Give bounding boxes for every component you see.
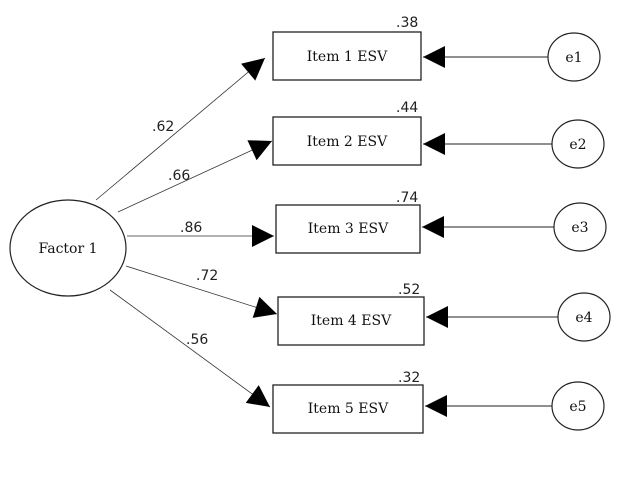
r2-label-1: .38 [396, 15, 418, 31]
item-1-group: .62 Item 1 ESV .38 e1 [95, 15, 601, 201]
item-box-1 [272, 31, 422, 81]
loading-arrow-1 [95, 57, 266, 201]
error-label-1: e1 [565, 50, 582, 66]
item-5-group: .56 Item 5 ESV .32 e5 [109, 289, 605, 434]
item-3-group: .86 Item 3 ESV .74 e3 [127, 190, 607, 254]
item-box-5 [272, 384, 424, 434]
error-label-4: e4 [575, 310, 592, 326]
item-box-3 [275, 204, 421, 254]
r2-label-5: .32 [398, 370, 420, 386]
r2-label-4: .52 [398, 282, 420, 298]
loading-arrow-2 [117, 140, 273, 213]
r2-label-2: .44 [396, 100, 418, 116]
loading-arrow-5 [109, 289, 271, 408]
loading-label-2: .66 [168, 168, 190, 184]
error-label-2: e2 [569, 137, 586, 153]
error-node-1 [547, 32, 601, 82]
loading-label-4: .72 [196, 268, 218, 284]
r2-label-3: .74 [396, 190, 418, 206]
item-label-5: Item 5 ESV [308, 401, 389, 417]
error-node-5 [551, 381, 605, 431]
item-box-2 [272, 116, 422, 166]
item-4-group: .72 Item 4 ESV .52 e4 [125, 265, 611, 346]
loading-label-1: .62 [152, 119, 174, 135]
loading-label-3: .86 [180, 220, 202, 236]
factor-label: Factor 1 [38, 241, 97, 257]
factor-node: Factor 1 [9, 199, 127, 297]
item-label-3: Item 3 ESV [308, 221, 389, 237]
item-label-2: Item 2 ESV [307, 134, 388, 150]
loading-label-5: .56 [186, 332, 208, 348]
item-2-group: .66 Item 2 ESV .44 e2 [117, 100, 605, 213]
item-box-4 [277, 296, 425, 346]
item-label-1: Item 1 ESV [307, 49, 388, 65]
factor-ellipse [9, 199, 127, 297]
item-label-4: Item 4 ESV [311, 313, 392, 329]
error-node-3 [553, 202, 607, 252]
loading-arrow-4 [125, 265, 278, 318]
error-node-2 [551, 119, 605, 169]
error-node-4 [557, 292, 611, 342]
error-label-3: e3 [571, 220, 588, 236]
error-label-5: e5 [569, 399, 586, 415]
